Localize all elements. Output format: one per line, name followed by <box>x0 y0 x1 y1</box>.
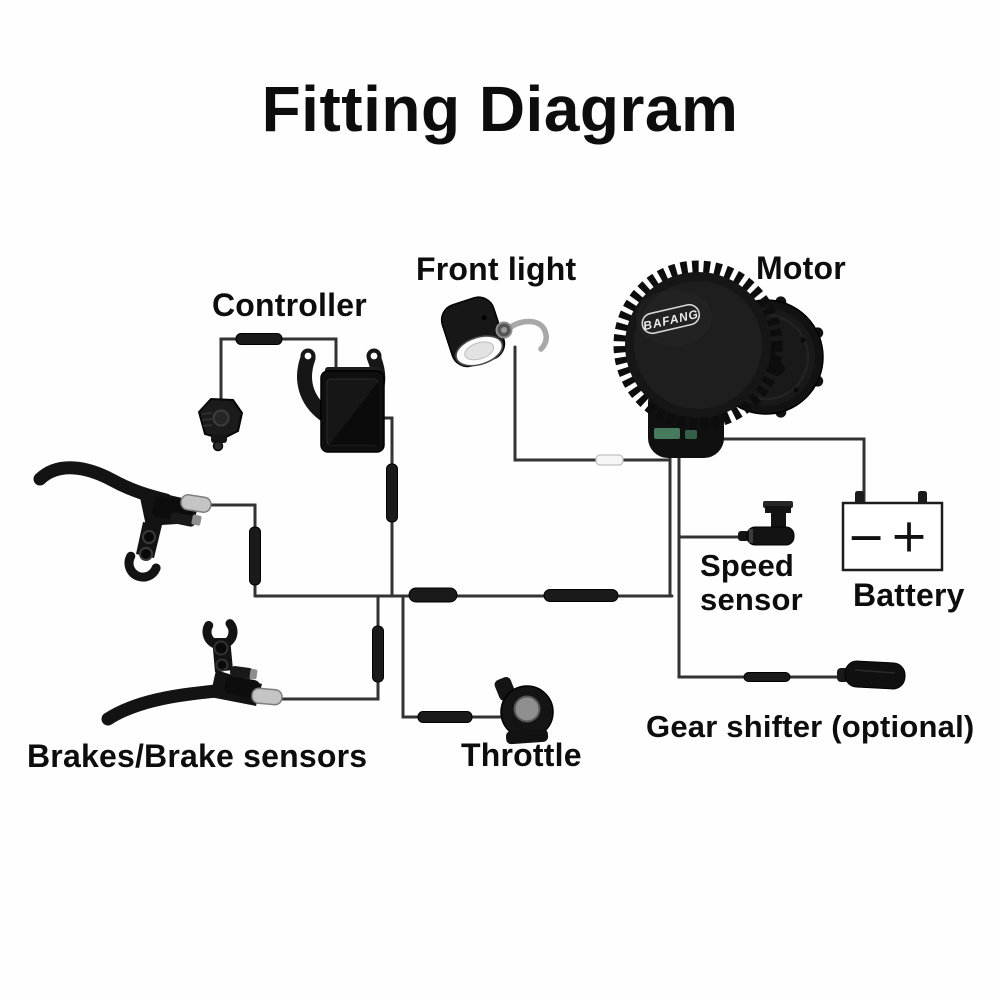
brake-lever-1-illustration <box>33 461 212 582</box>
battery-box <box>841 501 944 572</box>
display-bracket-left <box>297 350 332 422</box>
connector-display <box>386 463 398 523</box>
brake1-clamp-ring <box>124 551 161 582</box>
gear-shifter-body <box>844 660 906 690</box>
throttle-ring-hole <box>513 695 541 723</box>
brake2-ferrule <box>251 687 283 706</box>
display-illustration <box>297 348 386 453</box>
connector-controller <box>235 333 283 345</box>
throttle-label: Throttle <box>461 737 582 773</box>
page-title: Fitting Diagram <box>261 73 739 145</box>
motor-gear-teeth <box>613 260 783 430</box>
brake-lever-2-illustration <box>101 619 283 726</box>
battery-minus-symbol: − <box>847 510 886 564</box>
speed-sensor-body <box>746 526 795 546</box>
controller-pad-button <box>212 409 230 427</box>
throttle-illustration <box>494 677 554 745</box>
cable-connectors <box>235 333 791 723</box>
motor-port-green-1 <box>654 428 680 439</box>
motor-label: Motor <box>756 250 846 286</box>
connector-gear-shifter <box>743 672 791 682</box>
controller-pad-illustration <box>197 397 244 452</box>
brakes-label: Brakes/Brake sensors <box>27 738 368 774</box>
connector-light-white <box>595 454 624 466</box>
battery-label: Battery <box>853 577 965 613</box>
front-light-label: Front light <box>416 251 577 287</box>
gear-shifter-illustration <box>837 660 906 690</box>
wire-brake1 <box>204 503 257 598</box>
gear-shifter-label: Gear shifter (optional) <box>646 709 975 744</box>
wire-controller-pad <box>219 337 338 406</box>
battery-terminal-right <box>918 491 927 504</box>
wire-battery <box>682 437 866 505</box>
motor-port-green-2 <box>685 430 697 439</box>
connector-bus-2 <box>543 589 619 602</box>
front-light-illustration <box>440 296 549 368</box>
battery-illustration: − + <box>841 491 944 572</box>
connector-throttle <box>417 711 473 723</box>
controller-label: Controller <box>212 287 367 323</box>
front-light-bracket-rod <box>506 318 549 352</box>
speed-sensor-mount <box>765 506 791 529</box>
connector-brake1 <box>249 526 261 586</box>
battery-plus-symbol: + <box>890 509 929 563</box>
connector-bus-1 <box>408 587 458 603</box>
throttle-base <box>505 728 549 745</box>
wire-brake2 <box>278 595 380 701</box>
speed-sensor-label: Speed sensor <box>700 548 803 618</box>
wire-throttle <box>401 595 502 719</box>
brake1-ferrule <box>180 493 212 513</box>
battery-terminal-left <box>855 491 864 504</box>
speed-sensor-illustration <box>738 501 795 546</box>
motor-illustration: BAFANG <box>613 260 824 458</box>
connector-brake2 <box>372 625 384 683</box>
